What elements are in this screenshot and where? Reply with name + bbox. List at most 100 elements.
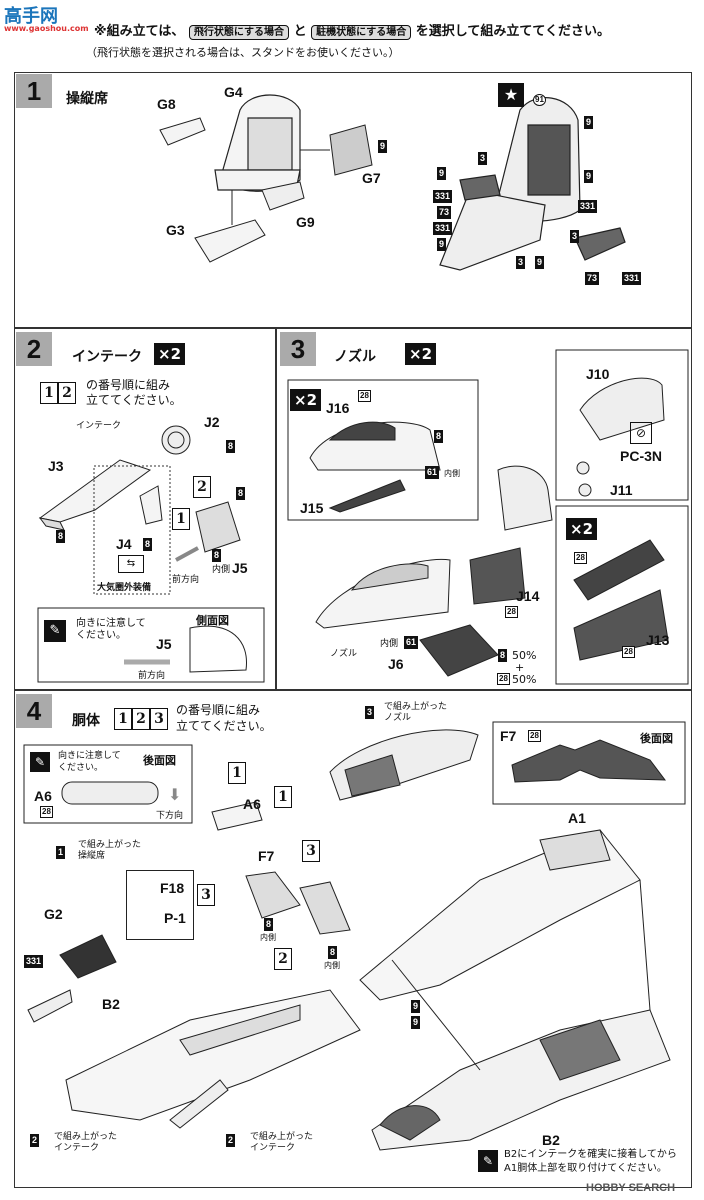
badge-f7-8a: 8 — [264, 918, 274, 931]
badge-91: 91 — [533, 94, 546, 106]
final-note-2: A1胴体上部を取り付けてください。 — [504, 1163, 667, 1174]
step4-seq-3a: 3 — [302, 840, 320, 862]
step2-multiplier: ×2 — [154, 343, 186, 365]
label-g8: G8 — [157, 96, 176, 112]
glue-note-icon: ✎ — [44, 620, 66, 642]
no-glue-icon: ⊘ — [630, 422, 652, 444]
footer-source: HOBBY SEARCH — [586, 1182, 676, 1194]
mix-b-label: 50% — [512, 673, 537, 686]
step4-order-1: 1 — [114, 708, 132, 730]
badge-color-9: 9 — [378, 140, 388, 153]
label-g7: G7 — [362, 170, 381, 186]
step4-order-2: 2 — [132, 708, 150, 730]
step2-title: インテーク — [72, 349, 142, 365]
label-a6: A6 — [243, 796, 261, 812]
note-label-j5: J5 — [156, 636, 172, 652]
badge-9-b: 9 — [584, 170, 594, 183]
step2-panel — [14, 328, 276, 690]
label-f7-rear: F7 — [500, 728, 517, 744]
step2-order-text2: 立ててください。 — [86, 393, 182, 407]
badge-73-a: 73 — [437, 206, 452, 219]
down-arrow-icon: ⬇ — [168, 785, 182, 804]
header-instruction: ※組み立ては、 飛行状態にする場合 と 駐機状態にする場合 を選択して組み立てて… — [94, 20, 610, 40]
header-conj: と — [293, 24, 307, 39]
step4-glue-icon: ✎ — [30, 752, 50, 772]
step1-title: 操縦席 — [66, 91, 108, 107]
badge-j16-8: 8 — [434, 430, 444, 443]
cockpit-ref-1: 1 — [56, 846, 66, 859]
label-j15: J15 — [300, 500, 324, 516]
badge-j2-8: 8 — [226, 440, 236, 453]
badge-j14-28: 28 — [505, 606, 518, 618]
final-note-1: B2にインテークを確実に接着してから — [504, 1149, 677, 1160]
badge-j13-28b: 28 — [622, 646, 635, 658]
header-suffix: を選択して組み立ててください。 — [415, 24, 610, 39]
star-icon: ★ — [498, 83, 524, 107]
step2-number: 2 — [16, 332, 52, 366]
step4-order-text1: の番号順に組み — [176, 703, 261, 717]
badge-j16-28: 28 — [358, 390, 371, 402]
front-dir-label: 前方向 — [172, 575, 200, 585]
seq-1-box: 1 — [172, 508, 190, 530]
step4-rear-view-label: 後面図 — [143, 754, 176, 767]
j13-box-multiplier: ×2 — [566, 518, 598, 540]
badge-j3-8: 8 — [56, 530, 66, 543]
assembled-cockpit-text: で組み上がった 操縦席 — [78, 840, 142, 861]
assembled-nozzle-text: で組み上がった ノズル — [384, 702, 448, 723]
label-pc3n: PC-3N — [620, 448, 663, 464]
down-dir-label: 下方向 — [156, 811, 184, 821]
step1-panel — [14, 72, 692, 328]
label-j6: J6 — [388, 656, 404, 672]
label-j16: J16 — [326, 400, 350, 416]
step4-seq-1b: 1 — [274, 786, 292, 808]
step4-panel — [14, 690, 692, 1188]
badge-j5-8a: 8 — [236, 487, 246, 500]
mix-plus-label: + — [515, 661, 525, 674]
badge-j4-8: 8 — [143, 538, 153, 551]
label-g2: G2 — [44, 906, 63, 922]
watermark-brand: 高手网 — [4, 6, 58, 27]
intake-ref-2b: 2 — [226, 1134, 236, 1147]
step3-multiplier: ×2 — [405, 343, 437, 365]
badge-j13-28a: 28 — [574, 552, 587, 564]
badge-mix-28: 28 — [497, 673, 510, 685]
badge-j16-61: 61 — [425, 466, 440, 479]
badge-a6-28: 28 — [40, 806, 53, 818]
f18-p1-box — [126, 870, 194, 940]
badge-3-b: 3 — [516, 256, 526, 269]
outer-equipment-label: 大気圏外装備 — [97, 583, 152, 593]
badge-9-d: 9 — [437, 238, 447, 251]
label-g4: G4 — [224, 84, 243, 100]
flight-mode-tag: 飛行状態にする場合 — [188, 25, 290, 40]
label-f7: F7 — [258, 848, 275, 864]
final-glue-icon: ✎ — [478, 1150, 498, 1172]
label-b2: B2 — [102, 996, 120, 1012]
badge-9-c: 9 — [437, 167, 447, 180]
badge-f7-8b: 8 — [328, 946, 338, 959]
assembled-intake-text-a: で組み上がった インテーク — [54, 1132, 118, 1153]
watermark-logo: 高手网 — [4, 2, 58, 28]
badge-331-b: 331 — [433, 222, 453, 235]
outer-equipment-icon: ⇆ — [118, 555, 144, 573]
mix-a-label: 50% — [512, 649, 537, 662]
step4-note-text: 向きに注意して ください。 — [58, 751, 121, 773]
label-j14: J14 — [516, 588, 540, 604]
label-j4: J4 — [116, 536, 132, 552]
label-b2-final: B2 — [542, 1132, 560, 1148]
side-view-label: 側面図 — [196, 614, 229, 627]
order-1-box: 1 — [40, 382, 58, 404]
step4-title: 胴体 — [72, 713, 100, 729]
badge-9-a: 9 — [584, 116, 594, 129]
step4-seq-1a: 1 — [228, 762, 246, 784]
badge-j5-8b: 8 — [212, 549, 222, 562]
inside-label-j16: 内側 — [444, 469, 460, 478]
label-g3: G3 — [166, 222, 185, 238]
badge-f7-28: 28 — [528, 730, 541, 742]
label-j5: J5 — [232, 560, 248, 576]
step2-order-text1: の番号順に組み — [86, 378, 171, 392]
label-g9: G9 — [296, 214, 315, 230]
badge-9-final-b: 9 — [411, 1016, 421, 1029]
label-j2: J2 — [204, 414, 220, 430]
badge-331-a: 331 — [433, 190, 453, 203]
inside-label-f7b: 内側 — [324, 961, 340, 970]
